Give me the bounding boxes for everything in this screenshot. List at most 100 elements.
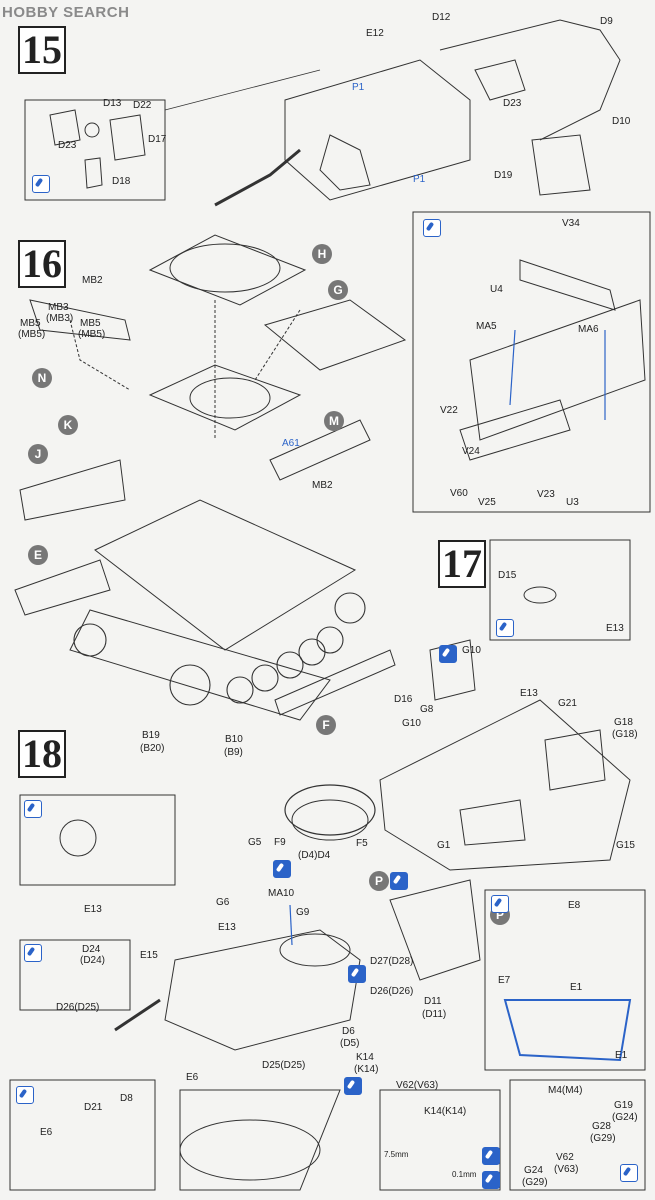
- part-label: V23: [537, 489, 555, 500]
- part-label: V34: [562, 218, 580, 229]
- part-label: D23: [58, 140, 77, 151]
- turret-shell: [379, 699, 631, 871]
- part-label: G18: [614, 717, 633, 728]
- part-label: G9: [296, 907, 310, 918]
- part-label: K14(K14): [424, 1106, 467, 1117]
- part-label: E8: [568, 900, 581, 911]
- marker-f: F: [316, 715, 336, 735]
- part-label: G24: [524, 1165, 543, 1176]
- part-label: G6: [216, 897, 230, 908]
- drill-hole-icon: [348, 965, 366, 983]
- part-p: [389, 879, 481, 981]
- part-label: G8: [420, 704, 434, 715]
- part-label: MB2: [82, 275, 103, 286]
- part-label: G10: [402, 718, 421, 729]
- part-label: E1: [615, 1050, 628, 1061]
- step-number: 18: [18, 730, 66, 778]
- part-label: U3: [566, 497, 579, 508]
- drill-hole-icon: [390, 872, 408, 890]
- part-label: V22: [440, 405, 458, 416]
- part-label: V62: [556, 1152, 574, 1163]
- part-label: G21: [558, 698, 577, 709]
- part-label: MA10: [268, 888, 295, 899]
- part-label: (D24): [80, 955, 106, 966]
- part-label: A61: [282, 438, 300, 449]
- part-label: E13: [606, 623, 624, 634]
- marker-k: K: [58, 415, 78, 435]
- part-label: (MB3): [46, 313, 74, 324]
- inset-box-18d: [509, 1079, 646, 1191]
- part-label: MB2: [312, 480, 333, 491]
- part-label: D8: [120, 1093, 133, 1104]
- part-label: E7: [498, 975, 511, 986]
- part-label: D23: [503, 98, 522, 109]
- part-label: D26(D25): [56, 1002, 100, 1013]
- dimension-label: 0.1mm: [452, 1170, 477, 1179]
- part-label: E1: [570, 982, 583, 993]
- inset-box-18b: [19, 939, 131, 1011]
- dimension-label: 7.5mm: [384, 1150, 409, 1159]
- drill-hole-icon: [482, 1171, 500, 1189]
- part-label: G5: [248, 837, 262, 848]
- part-label: (K14): [354, 1064, 379, 1075]
- step-number: 17: [438, 540, 486, 588]
- cupola-f5: [284, 784, 376, 836]
- hull-top-plate: [148, 364, 302, 431]
- step-number: 15: [18, 26, 66, 74]
- part-label: D18: [112, 176, 131, 187]
- marker-n: N: [32, 368, 52, 388]
- marker-g: G: [328, 280, 348, 300]
- part-label: K14: [356, 1052, 374, 1063]
- main-gun: [114, 998, 161, 1032]
- part-label: V62(V63): [396, 1080, 439, 1091]
- inset-box-18c: [484, 889, 646, 1071]
- mantlet: [319, 134, 371, 191]
- inset-box-17: [489, 539, 631, 641]
- inset-box-16: [412, 211, 651, 513]
- part-label: F5: [356, 838, 368, 849]
- part-label: D12: [432, 12, 451, 23]
- part-label: (B9): [224, 747, 243, 758]
- part-label: G19: [614, 1100, 633, 1111]
- part-label: D10: [612, 116, 631, 127]
- part-label: D27(D28): [370, 956, 414, 967]
- part-g: [263, 299, 407, 371]
- cement-icon: [24, 800, 42, 818]
- marker-p: P: [369, 871, 389, 891]
- cement-icon: [16, 1086, 34, 1104]
- part-j: [19, 459, 126, 521]
- part-label: D15: [498, 570, 517, 581]
- lower-hull: [94, 499, 357, 651]
- drill-hole-icon: [482, 1147, 500, 1165]
- marker-h: H: [312, 244, 332, 264]
- part-label: G10: [462, 645, 481, 656]
- part-label: V25: [478, 497, 496, 508]
- part-label: (D5): [340, 1038, 360, 1049]
- part-label: D6: [342, 1026, 355, 1037]
- part-label: M4(M4): [548, 1085, 583, 1096]
- drill-hole-icon: [344, 1077, 362, 1095]
- part-label: (D4)D4: [298, 850, 331, 861]
- part-label: MB5: [20, 318, 41, 329]
- part-label: G28: [592, 1121, 611, 1132]
- part-m: [269, 419, 371, 481]
- cement-icon: [24, 944, 42, 962]
- part-label: D9: [600, 16, 613, 27]
- part-n: [29, 299, 131, 341]
- part-label: (G29): [590, 1133, 616, 1144]
- inset-box-15: [24, 99, 166, 201]
- part-label: (MB5): [18, 329, 46, 340]
- inset-box-18f: [379, 1089, 501, 1191]
- part-label: (G18): [612, 729, 638, 740]
- rear-hull-plate: [284, 59, 471, 201]
- do-not-glue-icon: [439, 645, 457, 663]
- cement-icon: [423, 219, 441, 237]
- part-label: D25(D25): [262, 1060, 306, 1071]
- watermark-logo: HOBBY SEARCH: [2, 4, 130, 21]
- turret-ring-e6: [179, 1089, 341, 1191]
- part-label: D13: [103, 98, 122, 109]
- part-label: D11: [424, 996, 442, 1007]
- part-label: E6: [186, 1072, 199, 1083]
- part-label: D16: [394, 694, 413, 705]
